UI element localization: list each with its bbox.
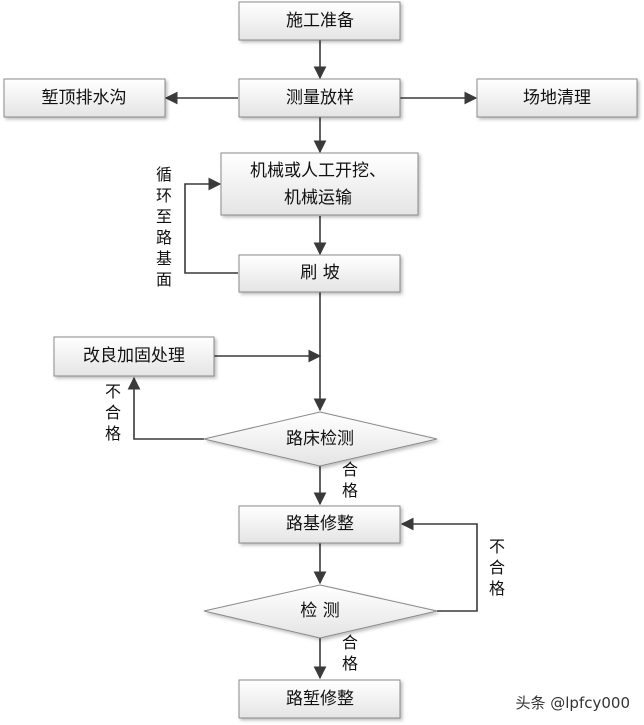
- node-bed-check-label: 路床检测: [286, 429, 354, 449]
- fail-inspect-char-2: 合: [489, 558, 505, 577]
- node-bed-check: 路床检测: [203, 411, 438, 467]
- loop-char-1: 循: [156, 165, 172, 184]
- node-improve: 改良加固处理: [53, 336, 215, 377]
- edge-label-fail-inspect: 不 合 格: [489, 537, 505, 598]
- loop-char-2: 环: [156, 186, 172, 205]
- connectors: [127, 40, 478, 680]
- node-excavate: 机械或人工开挖、 机械运输: [220, 152, 419, 216]
- node-drain: 堑顶排水沟: [3, 78, 166, 118]
- pass-inspect-char-1: 合: [342, 633, 358, 652]
- node-survey-label: 测量放样: [286, 88, 354, 108]
- edge-label-loop: 循 环 至 路 基 面: [156, 165, 172, 289]
- loop-slope-to-excavate: [184, 177, 238, 274]
- pass-bed-char-2: 格: [342, 481, 358, 500]
- edge-label-pass-inspect: 合 格: [342, 633, 358, 673]
- fail-bed-char-2: 合: [105, 403, 121, 422]
- pass-bed-char-1: 合: [342, 460, 358, 479]
- node-trim: 路基修整: [238, 505, 401, 544]
- node-excavate-label-line1: 机械或人工开挖、: [250, 161, 386, 181]
- node-final: 路堑修整: [238, 679, 401, 719]
- node-survey: 测量放样: [238, 78, 401, 118]
- node-final-label: 路堑修整: [286, 689, 354, 709]
- pass-inspect-char-2: 格: [342, 654, 358, 673]
- node-improve-label: 改良加固处理: [83, 346, 185, 366]
- loop-char-6: 面: [156, 270, 172, 289]
- node-clear: 场地清理: [476, 78, 638, 118]
- fail-inspect-char-3: 格: [489, 579, 505, 598]
- node-prep: 施工准备: [238, 1, 401, 41]
- loop-char-5: 基: [156, 249, 172, 268]
- node-inspect-label: 检 测: [300, 601, 339, 621]
- watermark: 头条 @lpfcy000: [516, 694, 631, 712]
- edge-label-fail-bed: 不 合 格: [105, 382, 121, 443]
- node-slope: 刷 坡: [238, 254, 401, 293]
- node-prep-label: 施工准备: [286, 11, 354, 31]
- fail-inspect-char-1: 不: [489, 537, 505, 556]
- node-clear-label: 场地清理: [523, 88, 591, 108]
- arrow-bed-fail-to-improve: [127, 376, 204, 440]
- edge-label-pass-bed: 合 格: [342, 460, 358, 500]
- node-excavate-label-line2: 机械运输: [284, 188, 352, 208]
- arrow-inspect-fail-to-trim: [400, 517, 478, 612]
- fail-bed-char-3: 格: [105, 424, 121, 443]
- node-trim-label: 路基修整: [286, 514, 354, 534]
- node-inspect: 检 测: [203, 584, 438, 639]
- fail-bed-char-1: 不: [105, 382, 121, 401]
- node-slope-label: 刷 坡: [300, 263, 339, 283]
- node-drain-label: 堑顶排水沟: [42, 88, 127, 108]
- loop-char-3: 至: [156, 207, 172, 226]
- loop-char-4: 路: [156, 228, 172, 247]
